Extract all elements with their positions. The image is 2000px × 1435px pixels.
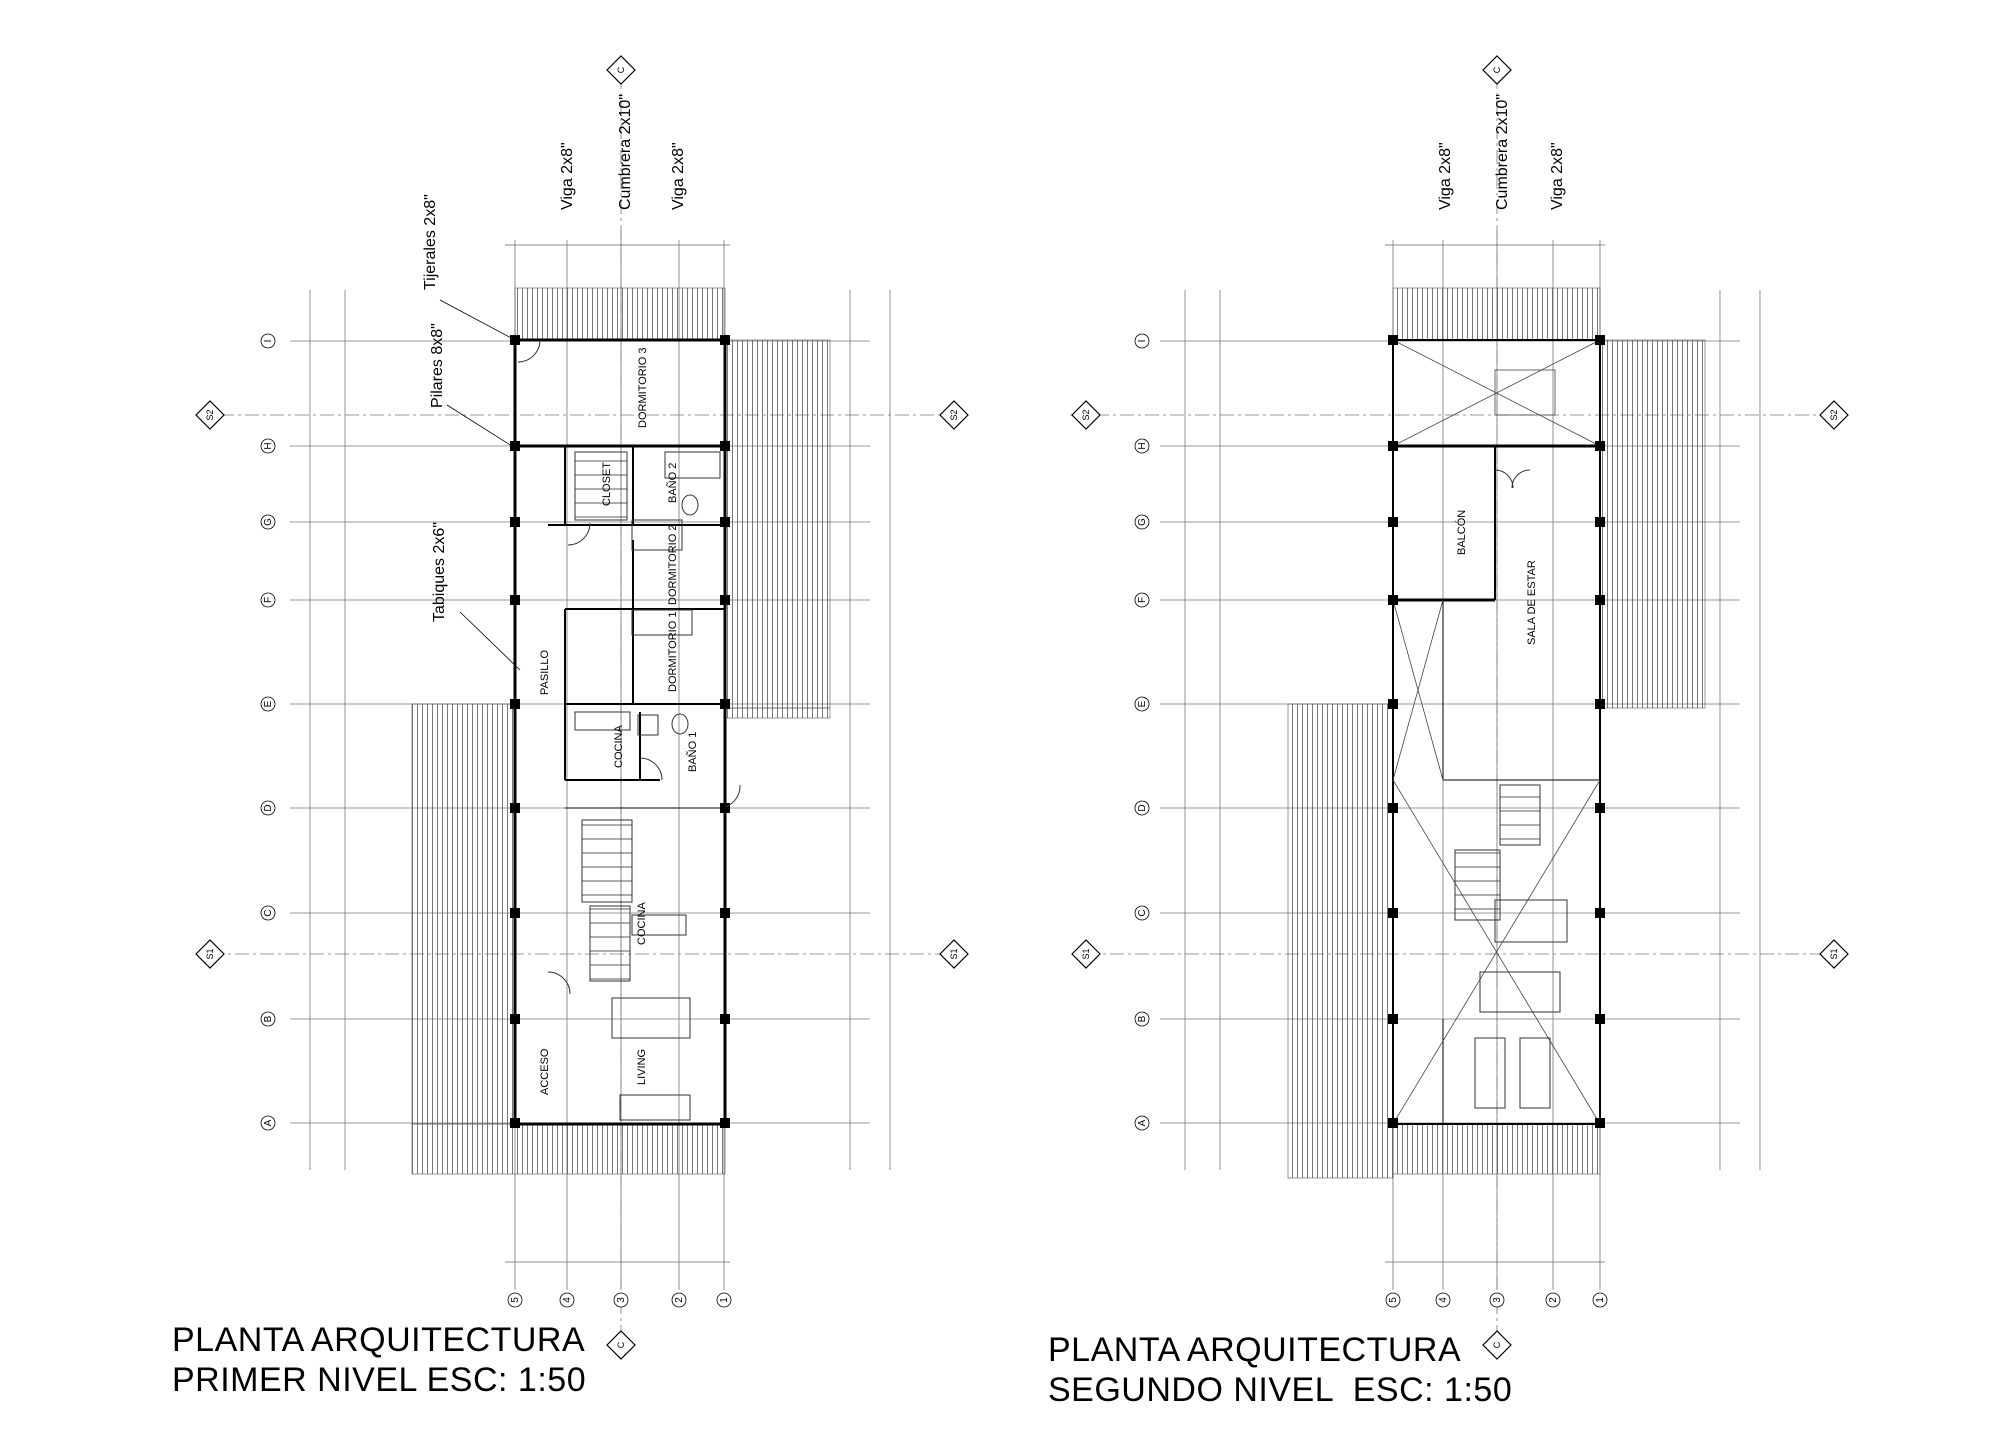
room-cocina: COCINA [636,902,648,945]
pillars [1388,335,1605,1128]
section-s1-label: S1 [205,948,215,959]
callout-tabiques: Tabiques 2x6" [431,522,448,622]
plan-segundo-nivel [1070,55,1849,1360]
section-s1-label: S1 [1081,948,1091,959]
grid-row-label: B [263,1015,274,1022]
grid-row-label: D [1137,804,1148,811]
room-sala-de-estar: SALA DE ESTAR [1526,560,1538,645]
callout-tijerales: Tijerales 2x8" [422,194,439,290]
grid-row-label: I [1137,340,1148,343]
room-acceso: ACCESO [539,1048,551,1095]
grid-col-label: 5 [510,1297,521,1303]
callout-leaders [439,299,521,671]
plan-primer-nivel [195,55,969,1360]
callout-cumbrera-1: Cumbrera 2x10" [617,94,634,210]
callout-pilares: Pilares 8x8" [429,323,446,408]
plan-title-primer-nivel: PLANTA ARQUITECTURA PRIMER NIVEL ESC: 1:… [172,1320,586,1400]
section-s2-label: S2 [1081,409,1091,420]
callout-cumbrera-2: Cumbrera 2x10" [1494,94,1511,210]
room-closet: CLOSET [601,462,613,506]
grid-row-label: A [1137,1119,1148,1126]
grid-row-label: A [263,1119,274,1126]
walls [1392,339,1601,1125]
grid-row-label: B [1137,1015,1148,1022]
grid-col-label: 2 [674,1297,685,1303]
grid-row-bubbles [260,333,276,1131]
grid-col-label: 4 [562,1297,573,1303]
section-s2-label: S2 [949,409,959,420]
room-bano-2: BAÑO 2 [666,463,679,503]
grid-row-label: C [263,909,274,916]
grid-col-label: 5 [1388,1297,1399,1303]
grid-col-bubbles [1385,1292,1608,1308]
grid-col-label: 3 [616,1297,627,1303]
pillars [510,335,730,1128]
section-markers [1071,55,1849,1360]
room-living: LIVING [636,1049,648,1085]
grid-row-label: E [1137,700,1148,707]
room-dormitorio-1: DORMITORIO 1 [667,612,679,692]
callout-viga-left-2: Viga 2x8" [1437,142,1454,210]
grid-col-label: 2 [1548,1297,1559,1303]
dimension-lines [309,244,891,1263]
section-s1-label: S1 [949,948,959,959]
fixtures [1454,469,1568,1109]
roof-hatch [1287,287,1706,1179]
room-dormitorio-2: DORMITORIO 2 [667,525,679,605]
grid-row-label: E [263,700,274,707]
callout-viga-left-1: Viga 2x8" [559,142,576,210]
section-c-label: C [1492,66,1502,73]
plan-title-line2: PRIMER NIVEL ESC: 1:50 [172,1361,587,1399]
section-c-label: C [616,66,626,73]
grid-row-label: F [1137,597,1148,603]
fixtures [517,339,741,1121]
grid-row-label: F [263,597,274,603]
section-s2-label: S2 [1829,409,1839,420]
roof-hatch [411,287,831,1175]
plan-title-segundo-nivel: PLANTA ARQUITECTURA SEGUNDO NIVEL ESC: 1… [1048,1330,1512,1410]
room-dormitorio-3: DORMITORIO 3 [637,348,649,428]
plan-title-line2: SEGUNDO NIVEL ESC: 1:50 [1048,1371,1513,1409]
section-s2-label: S2 [205,409,215,420]
section-c-label: C [1492,1341,1502,1348]
grid-col-label: 3 [1492,1297,1503,1303]
grid-row-label: G [1137,518,1148,526]
grid-col-label: 1 [1595,1297,1606,1303]
grid-col-bubbles [507,1292,732,1308]
dimension-lines [1184,244,1761,1263]
grid-row-label: H [1137,442,1148,449]
room-balcon: BALCÓN [1455,510,1468,555]
walls [513,338,727,1126]
room-pasillo: PASILLO [539,650,551,695]
voids [1392,339,1601,1125]
grid-row-label: C [1137,909,1148,916]
section-markers [195,55,969,1360]
plan-title-line1: PLANTA ARQUITECTURA [172,1321,586,1359]
plan-title-line1: PLANTA ARQUITECTURA [1048,1331,1462,1369]
grid-col-label: 4 [1438,1297,1449,1303]
callout-viga-right-2: Viga 2x8" [1549,142,1566,210]
grid-row-label: D [263,804,274,811]
grid-row-label: G [263,518,274,526]
grid-row-bubbles [1134,333,1150,1131]
grid-col-label: 1 [719,1297,730,1303]
section-c-label: C [616,1341,626,1348]
callout-viga-right-1: Viga 2x8" [670,142,687,210]
grid-row-label: I [263,340,274,343]
grid-row-label: H [263,442,274,449]
room-cocina-small: COCINA [613,725,625,768]
room-bano-1: BAÑO 1 [686,732,699,772]
section-s1-label: S1 [1829,948,1839,959]
